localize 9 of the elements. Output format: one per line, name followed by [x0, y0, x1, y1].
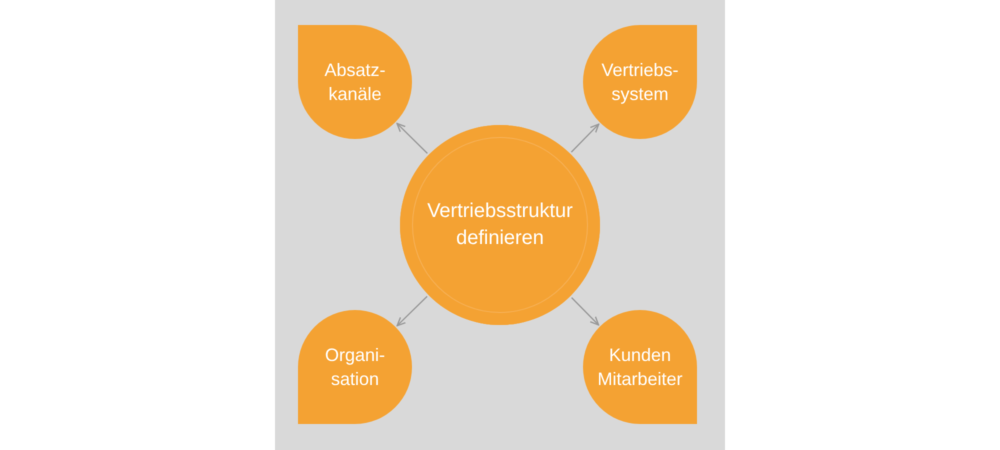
node-label: Organi- sation: [324, 344, 386, 391]
arrow: [396, 296, 428, 326]
arrow: [571, 297, 600, 326]
arrow: [570, 123, 600, 153]
node-label: Absatz- kanäle: [323, 58, 387, 106]
arrow: [396, 122, 428, 154]
node-label: Kunden Mitarbeiter: [596, 344, 684, 391]
node-label: Vertriebs- system: [600, 58, 680, 106]
node-label: Vertriebsstruktur definieren: [426, 199, 574, 251]
